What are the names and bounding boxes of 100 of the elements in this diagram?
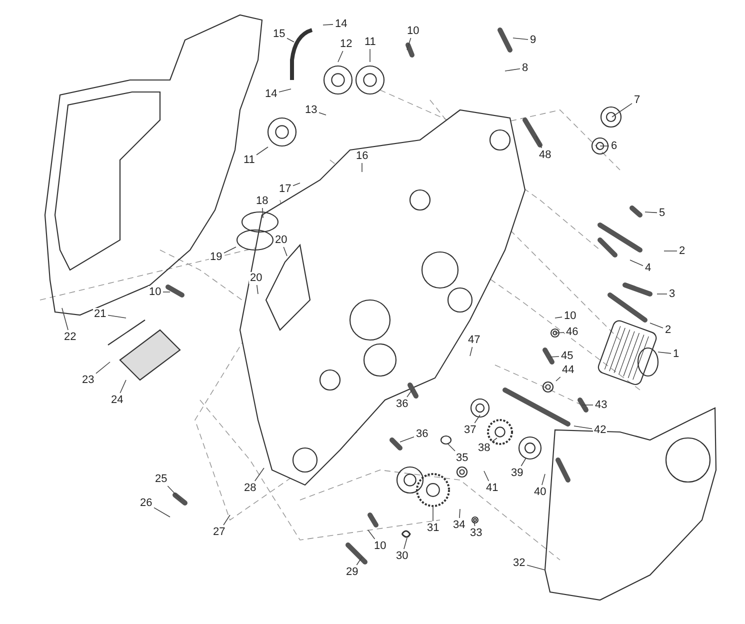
leader-line [120, 380, 126, 394]
leader-line [574, 426, 592, 430]
leader-line [356, 556, 362, 566]
callout-number: 8 [521, 62, 530, 74]
leader-line [406, 38, 412, 50]
callout-number: 31 [426, 522, 440, 534]
leader-line [504, 68, 520, 72]
leader-line [474, 520, 476, 526]
leader-line [278, 88, 292, 92]
callout-number: 7 [633, 94, 642, 106]
leader-line [459, 508, 460, 518]
callout-number: 47 [467, 334, 482, 346]
callout-number: 45 [560, 350, 574, 362]
callout-number: 29 [345, 566, 360, 578]
callout-number: 35 [455, 452, 470, 464]
leader-line [470, 346, 473, 356]
callout-number: 27 [212, 526, 226, 538]
callout-number: 38 [477, 442, 492, 454]
callout-number: 1 [672, 348, 680, 360]
callout-number: 10 [563, 310, 578, 322]
leader-line [254, 468, 264, 482]
callout-number: 2 [678, 245, 686, 257]
leader-line [492, 438, 498, 442]
callout-number: 24 [110, 394, 124, 406]
leader-line [256, 146, 268, 156]
callout-number: 2 [664, 324, 672, 336]
leader-line [400, 436, 414, 442]
leader-line [556, 376, 561, 382]
leader-line [554, 332, 564, 334]
callout-number: 30 [395, 550, 410, 562]
leader-line [658, 352, 672, 354]
leader-line [484, 470, 490, 482]
callout-number: 23 [81, 374, 96, 386]
leader-line [286, 38, 294, 42]
leader-line [526, 564, 546, 570]
callout-number: 15 [272, 28, 286, 40]
callout-number: 26 [139, 497, 154, 509]
callout-number: 10 [148, 286, 162, 298]
callout-number: 14 [334, 18, 348, 30]
callout-number: 40 [533, 486, 548, 498]
leader-line [582, 404, 594, 406]
leader-line [550, 356, 560, 358]
callout-number: 12 [339, 38, 354, 50]
callout-number: 13 [304, 104, 318, 116]
callout-number: 21 [93, 308, 108, 320]
leader-line [96, 362, 110, 374]
callout-number: 10 [406, 25, 420, 37]
leader-line [223, 514, 230, 526]
leader-line [664, 250, 678, 252]
callout-number: 46 [565, 326, 580, 338]
callout-number: 16 [355, 150, 370, 162]
callout-number: 14 [264, 88, 278, 100]
callout-number: 43 [594, 399, 608, 411]
callout-number: 48 [538, 149, 552, 161]
leader-line [554, 316, 562, 318]
callout-number: 32 [512, 557, 526, 569]
leader-line [322, 24, 334, 26]
leader-line [542, 474, 546, 486]
callout-number: 20 [249, 272, 264, 284]
callout-number: 11 [364, 36, 377, 48]
callout-number: 44 [561, 364, 576, 376]
callout-number: 18 [255, 195, 270, 207]
leader-line [644, 212, 658, 214]
callout-number: 6 [610, 140, 618, 152]
callout-number: 28 [243, 482, 258, 494]
callout-number: 33 [469, 527, 484, 539]
callout-number: 36 [395, 398, 410, 410]
callout-number: 34 [452, 519, 466, 531]
callout-number: 36 [415, 428, 430, 440]
leader-line [62, 308, 68, 330]
leader-line [338, 50, 344, 62]
leader-line [224, 246, 236, 254]
callout-number: 25 [154, 473, 168, 485]
callout-number: 3 [668, 288, 676, 300]
callout-number: 41 [485, 482, 500, 494]
leader-line [512, 38, 528, 40]
leader-line [448, 444, 456, 452]
leader-line [283, 246, 288, 256]
leader-line [612, 103, 632, 118]
leader-line [630, 260, 644, 266]
callout-number: 17 [278, 183, 292, 195]
leader-line [474, 414, 480, 424]
leader-line [167, 486, 182, 500]
callout-number: 39 [510, 467, 524, 479]
leader-line [432, 506, 434, 522]
callout-number: 9 [529, 34, 538, 46]
leader-line [404, 538, 408, 550]
leader-line [292, 182, 300, 186]
callout-number: 19 [209, 251, 224, 263]
callout-number: 5 [658, 207, 666, 219]
callout-number: 10 [373, 540, 388, 552]
leader-line [108, 314, 126, 318]
leader-line [318, 112, 326, 116]
leader-line [406, 390, 412, 398]
callout-number: 11 [242, 154, 256, 166]
leader-line [650, 322, 664, 328]
callout-number: 20 [274, 234, 288, 246]
leader-line [536, 136, 542, 148]
callout-number: 37 [463, 424, 478, 436]
leader-line [154, 507, 170, 518]
